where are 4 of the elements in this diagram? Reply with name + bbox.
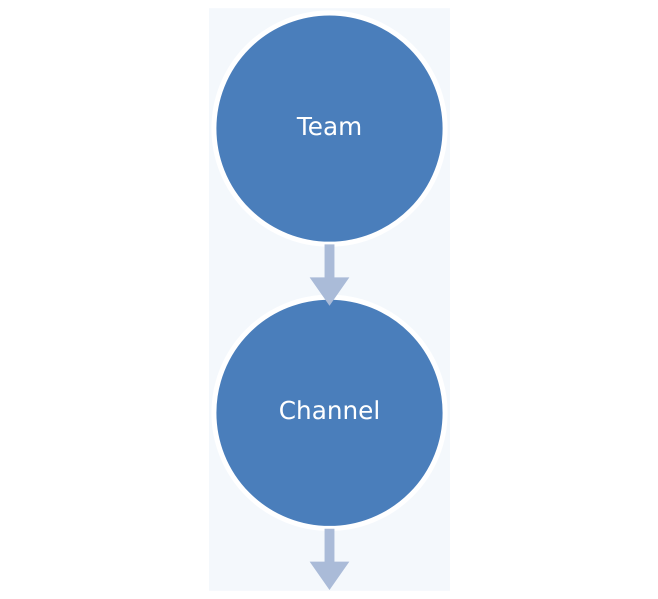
arrow: [309, 244, 349, 306]
node-circle: Team: [210, 10, 448, 247]
node-circle: Channel: [210, 294, 448, 531]
arrow: [309, 528, 349, 590]
